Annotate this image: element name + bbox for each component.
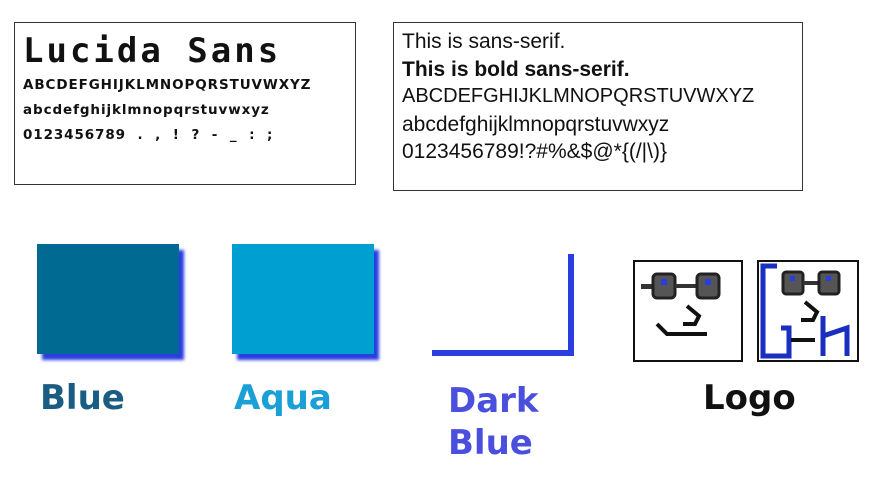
logo-face-icon [633, 260, 743, 362]
lucida-digits: 0123456789 . , ! ? - _ : ; [23, 127, 274, 143]
swatch-blue [37, 244, 179, 354]
sans-regular-line: This is sans-serif. [402, 30, 566, 53]
sans-serif-specimen: This is sans-serif. This is bold sans-se… [393, 22, 803, 191]
lucida-title: Lucida Sans [23, 31, 282, 71]
label-logo: Logo [703, 378, 796, 418]
label-dark-blue-line1: Dark [448, 381, 539, 421]
sans-symbols: 0123456789!?#%&$@*{(/|\)} [402, 140, 667, 163]
label-blue: Blue [40, 378, 125, 418]
label-dark-blue-line2: Blue [448, 423, 533, 463]
label-aqua: Aqua [234, 378, 332, 418]
swatch-dark-blue [432, 244, 574, 356]
logo-gk-icon [757, 260, 859, 362]
label-dark-blue: Dark Blue [448, 380, 539, 464]
lucida-lowercase: abcdefghijklmnopqrstuvwxyz [23, 102, 270, 118]
sans-lowercase: abcdefghijklmnopqrstuvwxyz [402, 112, 670, 136]
sans-bold-line: This is bold sans-serif. [402, 57, 630, 81]
swatch-aqua [232, 244, 374, 354]
lucida-uppercase: ABCDEFGHIJKLMNOPQRSTUVWXYZ [23, 77, 312, 93]
sans-uppercase: ABCDEFGHIJKLMNOPQRSTUVWXYZ [402, 85, 755, 107]
lucida-sans-specimen: Lucida Sans ABCDEFGHIJKLMNOPQRSTUVWXYZ a… [14, 22, 356, 185]
